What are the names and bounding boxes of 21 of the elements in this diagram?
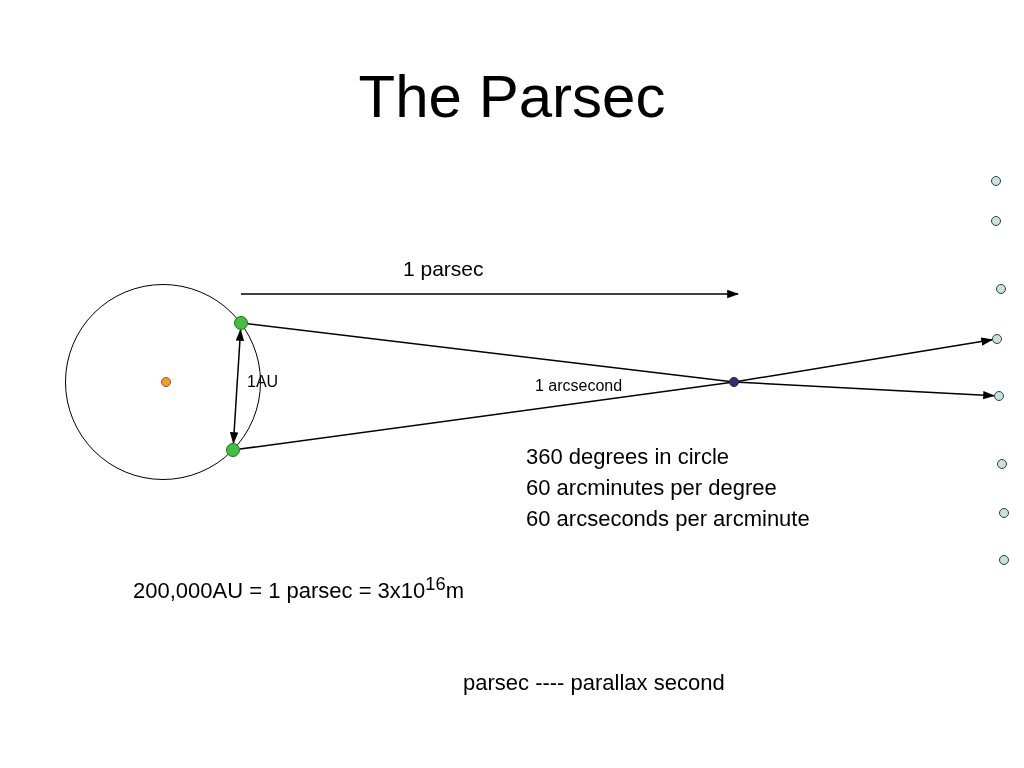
sun-dot [161, 377, 171, 387]
distance-label: 1 parsec [403, 257, 484, 282]
note-text: parsec ---- parallax second [463, 670, 725, 696]
sight-line-arrow [247, 323, 996, 400]
distance-arrow [229, 328, 245, 445]
title: The Parsec [357, 62, 667, 131]
note-text: 360 degrees in circle [526, 444, 729, 470]
distant-star-dot [999, 508, 1009, 518]
sight-line-arrow [239, 337, 994, 450]
angle-label: 1 arcsecond [535, 377, 623, 396]
distant-star-dot [991, 176, 1001, 186]
note-text: 60 arcseconds per arcminute [526, 506, 810, 532]
distant-star-dot [991, 216, 1001, 226]
distant-star-dot [996, 284, 1006, 294]
distant-star-dot [992, 334, 1002, 344]
star-dot [729, 377, 739, 387]
equation-text: 200,000AU = 1 parsec = 3x10$^{16}$m [133, 573, 465, 604]
note-text: 60 arcminutes per degree [526, 475, 777, 501]
distant-star-dot [999, 555, 1009, 565]
distant-star-dot [994, 391, 1004, 401]
distant-star-dot [997, 459, 1007, 469]
